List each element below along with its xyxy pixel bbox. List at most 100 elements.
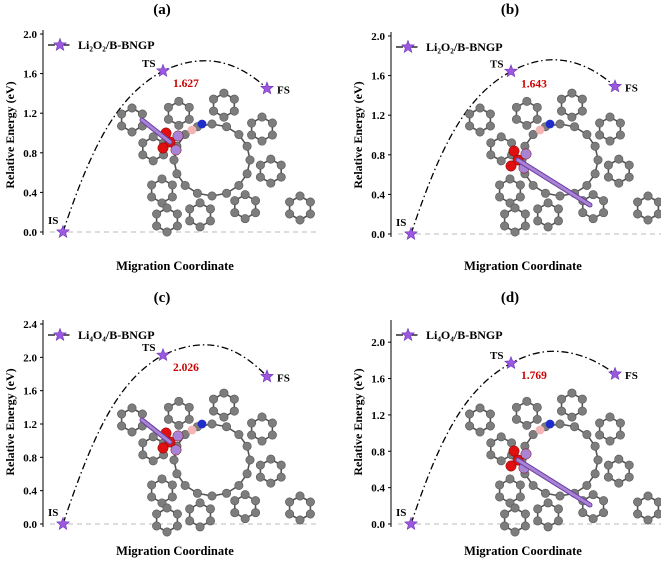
lithium-atom (172, 130, 184, 142)
carbon-atom (593, 455, 603, 465)
data-point-is (56, 516, 70, 530)
carbon-atom (532, 114, 542, 124)
oxygen-atom (508, 145, 520, 157)
carbon-atom (209, 394, 219, 404)
legend: Li₄O₄/B-BNGP (396, 327, 503, 342)
carbon-atom (209, 406, 219, 416)
carbon-atom (207, 119, 217, 129)
migration-path-highlight (140, 418, 172, 444)
carbon-atom (195, 222, 205, 232)
carbon-atom (495, 180, 505, 190)
carbon-atom (465, 121, 475, 131)
lithium-atom (520, 148, 532, 160)
carbon-atom (588, 190, 598, 200)
y-tick-label: 0.4 (23, 486, 37, 498)
carbon-atom (205, 516, 215, 526)
carbon-atom (595, 418, 605, 428)
carbon-atom (505, 174, 515, 184)
carbon-atom (603, 460, 613, 470)
boron-atom (535, 125, 545, 135)
carbon-atom (485, 421, 495, 431)
carbon-atom (532, 414, 542, 424)
point-label-ts: TS (490, 58, 503, 70)
lithium-atom (170, 144, 182, 156)
carbon-atom (285, 209, 295, 219)
legend: Li₂O₂/B-BNGP (48, 37, 155, 52)
legend: Li₂O₂/B-BNGP (396, 39, 503, 54)
carbon-atom (230, 196, 240, 206)
carbon-atom (117, 421, 127, 431)
carbon-atom (510, 203, 520, 213)
carbon-atom (295, 491, 305, 501)
carbon-atom (522, 120, 532, 130)
y-tick-label: 0.8 (371, 150, 385, 162)
y-tick-label: 0.4 (23, 187, 37, 199)
carbon-atom (255, 460, 265, 470)
carbon-atom (578, 508, 588, 518)
carbon-atom (138, 450, 148, 460)
y-tick-label: 2.0 (23, 352, 37, 364)
carbon-atom (127, 403, 137, 413)
carbon-atom (557, 106, 567, 116)
carbon-atom (555, 191, 565, 201)
carbon-atom (486, 150, 496, 160)
panel-label: (a) (153, 2, 171, 18)
data-point-is (56, 224, 70, 238)
carbon-atom (234, 130, 244, 140)
carbon-atom (533, 504, 543, 514)
carbon-atom (242, 169, 252, 179)
carbon-atom (251, 508, 261, 518)
carbon-atom (496, 156, 506, 166)
nitrogen-atom (197, 119, 207, 129)
carbon-atom (147, 192, 157, 202)
point-label-is: IS (396, 217, 406, 229)
carbon-atom (257, 112, 267, 122)
carbon-atom (172, 521, 182, 531)
carbon-atom (169, 155, 179, 165)
carbon-atom (117, 121, 127, 131)
carbon-atom (138, 438, 148, 448)
carbon-atom (653, 509, 661, 519)
carbon-atom (500, 521, 510, 531)
y-tick-label: 0.0 (371, 229, 385, 241)
carbon-atom (245, 455, 255, 465)
carbon-atom (633, 509, 643, 519)
carbon-atom (520, 509, 530, 519)
carbon-atom (172, 509, 182, 519)
carbon-atom (247, 418, 257, 428)
y-tick-label: 1.6 (371, 71, 385, 83)
carbon-atom (533, 516, 543, 526)
carbon-atom (495, 480, 505, 490)
carbon-atom (582, 180, 592, 190)
data-point-ts (504, 355, 518, 370)
carbon-atom (242, 469, 252, 479)
y-axis-label: Relative Energy (eV) (351, 368, 365, 475)
carbon-atom (180, 180, 190, 190)
molecular-structure-image (465, 88, 661, 237)
x-axis-label: Migration Coordinate (116, 259, 234, 273)
carbon-atom (485, 109, 495, 119)
carbon-atom (305, 197, 315, 207)
carbon-atom (230, 496, 240, 506)
carbon-atom (148, 456, 158, 466)
legend-marker (53, 37, 67, 51)
carbon-atom (533, 216, 543, 226)
carbon-atom (567, 412, 577, 422)
legend-label: Li₂O₂/B-BNGP (78, 38, 155, 52)
energy-curve (62, 60, 268, 233)
carbon-atom (276, 172, 286, 182)
data-point-ts (504, 63, 518, 78)
carbon-atom (230, 508, 240, 518)
carbon-atom (486, 450, 496, 460)
carbon-atom (167, 180, 177, 190)
carbon-atom (185, 504, 195, 514)
carbon-atom (553, 216, 563, 226)
carbon-atom (533, 204, 543, 214)
y-tick-label: 0.0 (23, 227, 37, 239)
y-tick-label: 0.8 (23, 452, 37, 464)
carbon-atom (207, 419, 217, 429)
carbon-atom (207, 191, 217, 201)
oxygen-atom (508, 445, 520, 457)
